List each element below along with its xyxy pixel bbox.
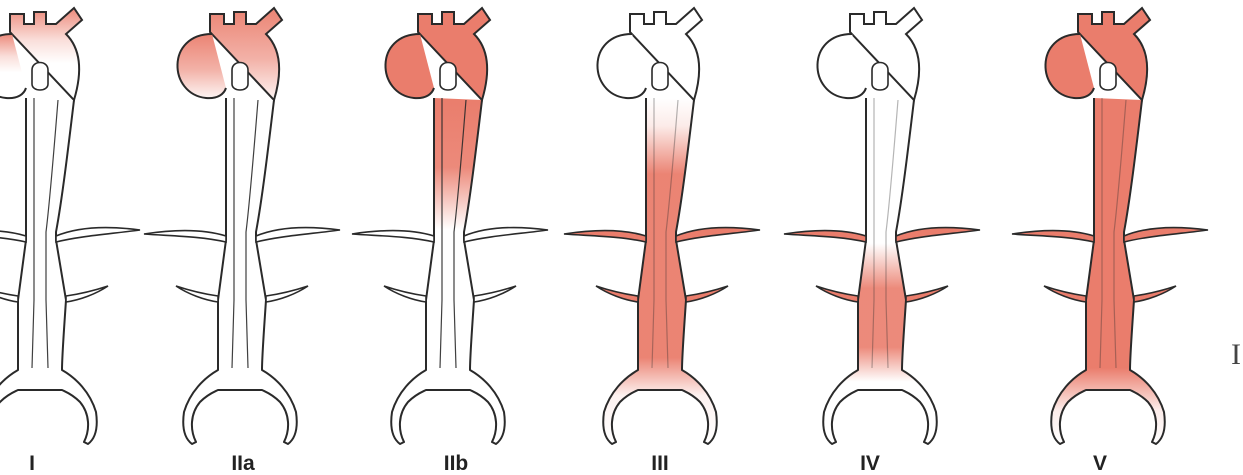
descending-aorta (603, 98, 716, 444)
panel-type-iia (144, 8, 340, 444)
descending-aorta (1051, 98, 1164, 444)
arch-lumen (1100, 63, 1116, 91)
arch-lumen (32, 63, 48, 91)
panel-type-iii (564, 8, 760, 444)
panel-label-iii: III (651, 452, 669, 475)
panel-label-i: I (29, 452, 35, 475)
descending-aorta (391, 98, 504, 444)
ascending-aorta (1045, 34, 1094, 98)
descending-aorta (0, 98, 97, 444)
ascending-aorta (597, 34, 646, 98)
upper-branch-vessels (0, 228, 140, 242)
ascending-aorta (817, 34, 866, 98)
panel-type-v (1012, 8, 1208, 444)
descending-aorta (823, 98, 936, 444)
cropped-edge-glyph: I (1231, 338, 1241, 371)
panel-label-iia: IIa (231, 452, 255, 475)
panel-type-iv (784, 8, 980, 444)
arch-lumen (232, 63, 248, 91)
ascending-aorta (177, 34, 226, 98)
panel-type-iib (352, 8, 548, 444)
ascending-aorta (385, 34, 434, 98)
panel-labels: I IIa IIb III IV V (29, 452, 1107, 475)
arch-lumen (652, 63, 668, 91)
panels-layer (0, 8, 1208, 444)
panel-type-i (0, 8, 140, 444)
arch-lumen (440, 63, 456, 91)
arch-lumen (872, 63, 888, 91)
panel-label-iib: IIb (444, 452, 469, 475)
panel-label-v: V (1093, 452, 1107, 475)
panel-label-iv: IV (860, 452, 880, 475)
descending-aorta (183, 98, 296, 444)
